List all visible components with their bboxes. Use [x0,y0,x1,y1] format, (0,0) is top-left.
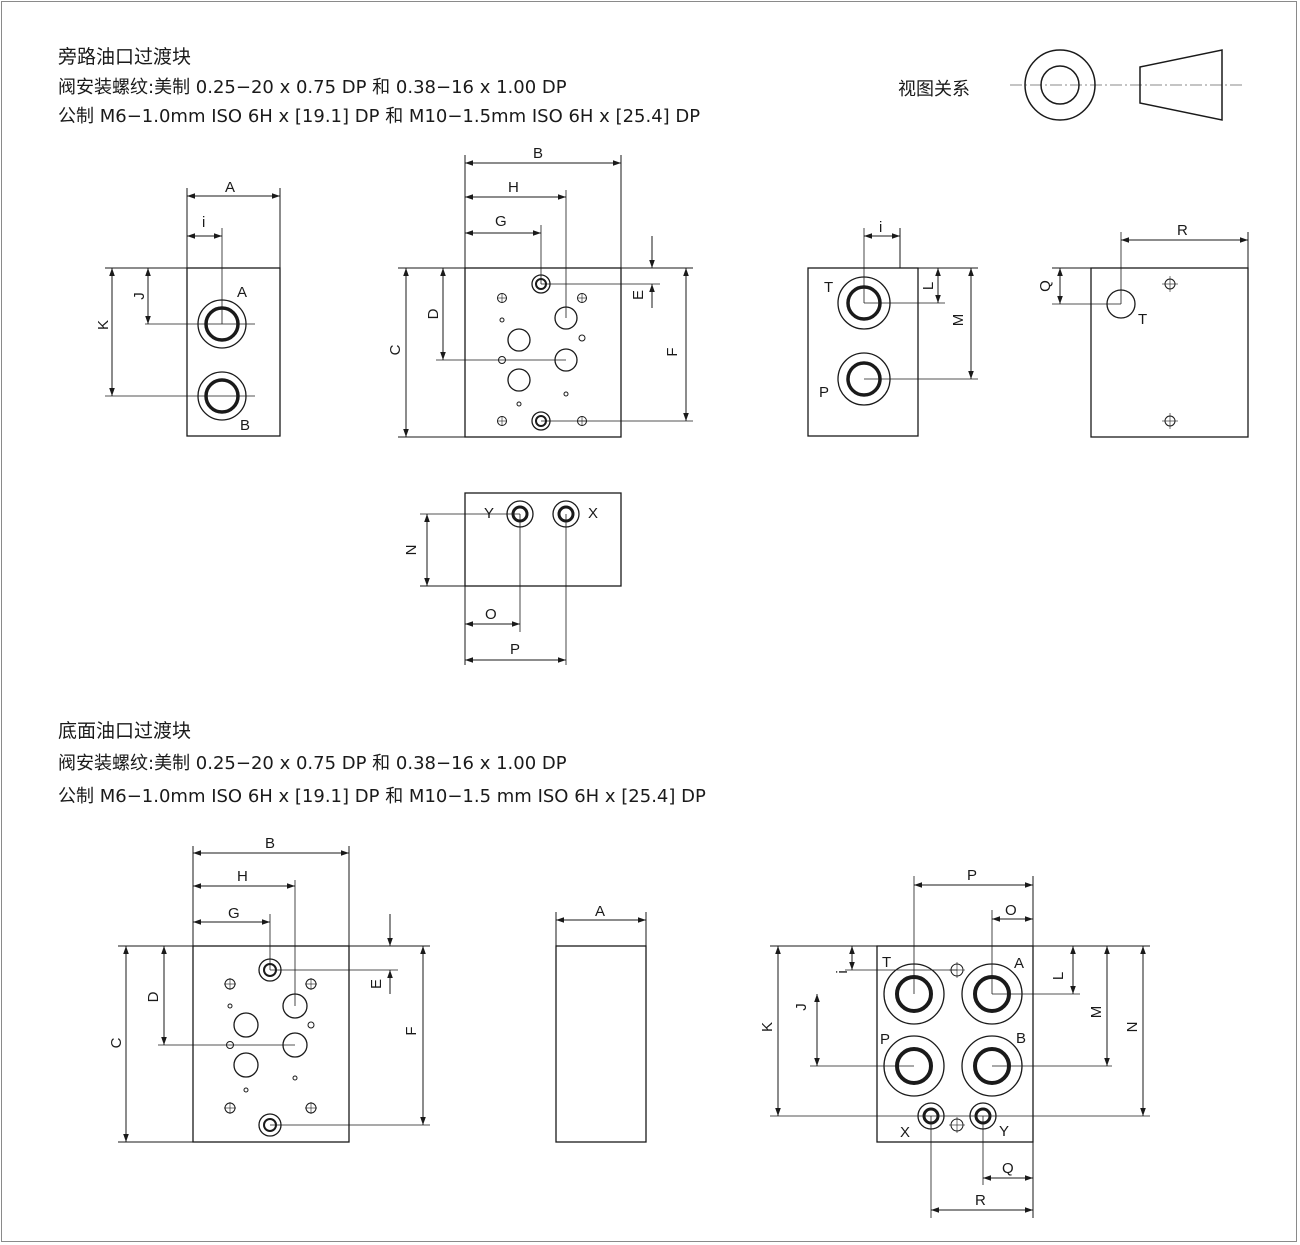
port-label-x: X [588,505,598,522]
dim-label-r-bottom: R [975,1192,986,1209]
dim-label-p-bottom: P [967,867,977,884]
dim-label-f: F [664,347,681,356]
port-label-p: P [819,384,829,401]
dim-label-i-tp: i [879,219,882,236]
bypass-back-view [1052,232,1249,438]
dim-label-a-bottom: A [595,903,605,920]
bypass-section-title: 旁路油口过渡块 [58,46,192,68]
dim-label-m: M [950,314,967,327]
port-label-b-bottom: B [1016,1030,1026,1047]
dim-label-e-bottom: E [368,979,385,989]
dim-label-h: H [508,179,519,196]
dim-label-a: A [225,179,235,196]
dim-label-d: D [425,308,442,319]
dim-label-k: K [95,320,112,330]
dim-label-p: P [510,641,520,658]
bypass-xy-view [420,492,622,665]
bypass-side-view-tp [807,228,978,437]
dim-label-m-bottom: M [1088,1006,1105,1019]
dim-label-q: Q [1037,280,1054,292]
drawing-labels: A i A B K J B H G C D E F i T P L M R Q … [95,145,1188,1209]
port-label-y: Y [484,505,494,522]
bottom-valve-thread-us: 阀安装螺纹:美制 0.25−20 x 0.75 DP 和 0.38−16 x 1… [58,753,567,774]
dim-label-l: L [920,282,937,290]
dim-label-q-bottom: Q [1002,1160,1014,1177]
dim-label-o-bottom: O [1005,902,1017,919]
dim-label-j-bottom: J [793,1003,810,1011]
port-label-a: A [237,284,247,301]
port-label-a-bottom: A [1014,955,1024,972]
dim-label-k-bottom: K [759,1022,776,1032]
dim-label-f-bottom: F [403,1026,420,1035]
port-label-y-bottom: Y [999,1123,1009,1140]
bypass-top-view [398,155,693,438]
dim-label-n: N [403,545,420,556]
view-relation-icon [1010,49,1245,121]
bypass-side-view-ab [105,188,281,437]
bottom-section-title: 底面油口过渡块 [58,720,192,742]
dim-label-l-bottom: L [1050,972,1067,980]
bypass-valve-thread-us: 阀安装螺纹:美制 0.25−20 x 0.75 DP 和 0.38−16 x 1… [58,77,567,98]
bottom-valve-thread-metric: 公制 M6−1.0mm ISO 6H x [19.1] DP 和 M10−1.5… [58,786,706,807]
bottom-side-view [555,912,647,1143]
dim-label-h-bottom: H [237,868,248,885]
dim-label-i: i [202,214,205,231]
dim-label-g: G [495,213,507,230]
bypass-valve-thread-metric: 公制 M6−1.0mm ISO 6H x [19.1] DP 和 M10−1.5… [58,106,701,127]
bottom-port-view [770,876,1150,1218]
port-label-b: B [240,417,250,434]
dim-label-i-bottom: i [834,970,851,973]
port-label-t: T [824,279,833,296]
dim-label-c-bottom: C [108,1037,125,1048]
dim-label-r: R [1177,222,1188,239]
port-label-x-bottom: X [900,1124,910,1141]
view-relation-label: 视图关系 [898,79,970,100]
dim-label-o: O [485,606,497,623]
bottom-top-view [118,846,430,1143]
dim-label-j: J [131,292,148,300]
port-label-t-back: T [1138,311,1147,328]
dim-label-d-bottom: D [145,991,162,1002]
dim-label-n-bottom: N [1124,1022,1141,1033]
dim-label-c: C [387,344,404,355]
dim-label-g-bottom: G [228,905,240,922]
port-label-p-bottom: P [880,1031,890,1048]
dim-label-b: B [533,145,543,162]
port-label-t-bottom: T [882,954,891,971]
dim-label-b-bottom: B [265,835,275,852]
dim-label-e: E [630,290,647,300]
